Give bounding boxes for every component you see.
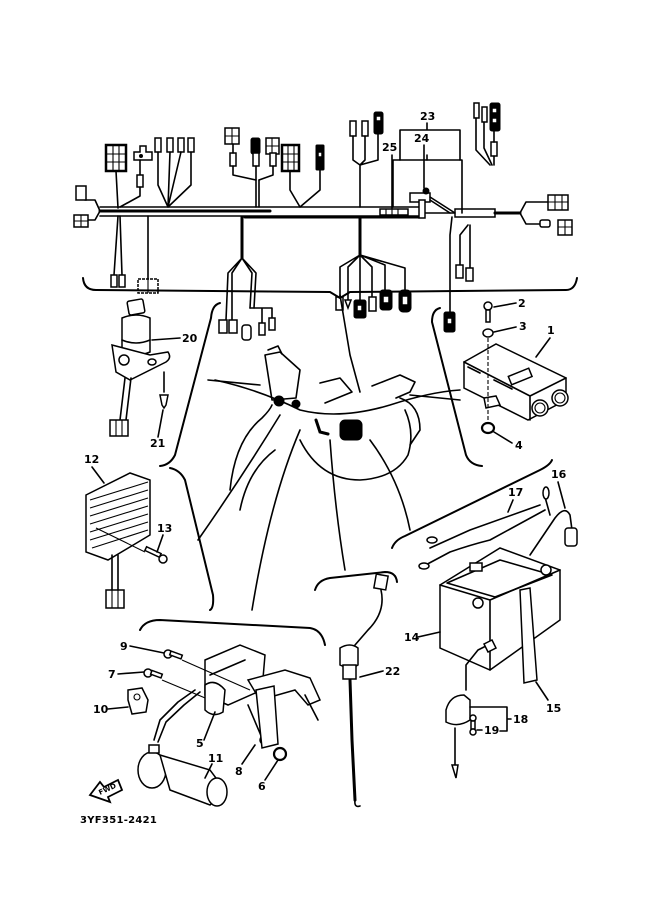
battery-band (519, 587, 538, 684)
callout-21-leader (157, 409, 164, 438)
callout-12: 12 (84, 453, 99, 466)
callout-9: 9 (120, 640, 128, 653)
wire-harness (73, 102, 573, 341)
callout-3-leader (493, 326, 517, 333)
callout-17: 17 (508, 486, 523, 499)
battery (439, 547, 561, 671)
callout-22: 22 (385, 665, 400, 678)
nut-6 (272, 746, 288, 762)
callout-4-leader (493, 431, 513, 444)
callout-4: 4 (515, 439, 523, 452)
callout-25: 25 (382, 141, 397, 154)
brace-sidestand-panel (314, 571, 398, 591)
fuse-holder (445, 638, 498, 779)
motorcycle-frame-outline (197, 294, 461, 611)
callout-18: 18 (513, 713, 528, 726)
callout-5: 5 (196, 737, 204, 750)
fuse-19 (469, 714, 477, 736)
screw-21 (159, 371, 169, 410)
callout-8: 8 (235, 765, 243, 778)
spark-plug-cap (137, 689, 228, 807)
callout-9-leader (129, 645, 165, 654)
brace-starter-panel (139, 619, 326, 646)
bolt-13 (95, 527, 168, 564)
callout-10: 10 (93, 703, 109, 716)
callout-24: 24 (414, 132, 430, 145)
callout-20: 20 (182, 332, 198, 345)
callout-6: 6 (258, 780, 266, 793)
callout-1: 1 (547, 324, 555, 337)
callout-2-leader (493, 302, 517, 308)
diagram-code: 3YF351-2421 (80, 815, 157, 826)
callout-21: 21 (150, 437, 165, 450)
nut-4 (480, 421, 496, 435)
callout-11: 11 (208, 752, 223, 765)
starter-body-5 (204, 681, 226, 716)
clamp-10 (127, 687, 149, 715)
callout-7-leader (117, 671, 145, 675)
rectifier-regulator (85, 472, 151, 609)
callout-14: 14 (404, 631, 420, 644)
callout-2: 2 (518, 297, 526, 310)
callout-3: 3 (519, 320, 527, 333)
callout-13: 13 (157, 522, 172, 535)
callout-15: 15 (546, 702, 561, 715)
callout-17-leader (507, 499, 514, 513)
callout-8-leader (241, 744, 256, 765)
callout-13-leader (156, 534, 164, 553)
callout-19: 19 (484, 724, 499, 737)
callout-6-leader (264, 759, 279, 781)
battery-negative-lead (418, 486, 551, 570)
callout-14-leader (417, 631, 441, 638)
sidestand-switch (339, 573, 389, 808)
callout-1-leader (535, 337, 551, 358)
bolt-9 (163, 649, 251, 691)
callout-12-leader (91, 466, 105, 484)
callout-16-leader (557, 481, 566, 509)
brace-ignition-panel (159, 302, 221, 467)
bolt-7 (143, 668, 211, 701)
callout-7: 7 (108, 668, 116, 681)
callout-16: 16 (551, 468, 567, 481)
callout-23-leader (399, 122, 461, 161)
brace-cdi-panel (431, 307, 483, 467)
brace-regulator-panel (169, 467, 215, 611)
main-switch (109, 298, 171, 437)
callout-5-leader (203, 711, 216, 741)
callout-15-leader (535, 681, 549, 701)
forward-direction-arrow-icon: FWD (88, 778, 124, 804)
bolt-2 (483, 301, 493, 323)
cdi-unit (463, 343, 569, 421)
callout-23: 23 (420, 110, 435, 123)
callout-11-leader (204, 763, 213, 779)
washer-3 (482, 328, 494, 338)
callout-18-bracket (469, 706, 512, 732)
brace-battery-panel (391, 459, 553, 549)
callout-22-leader (359, 670, 384, 678)
battery-positive-lead (529, 509, 578, 556)
callout-20-leader (151, 337, 181, 341)
callout-10-leader (107, 706, 129, 710)
